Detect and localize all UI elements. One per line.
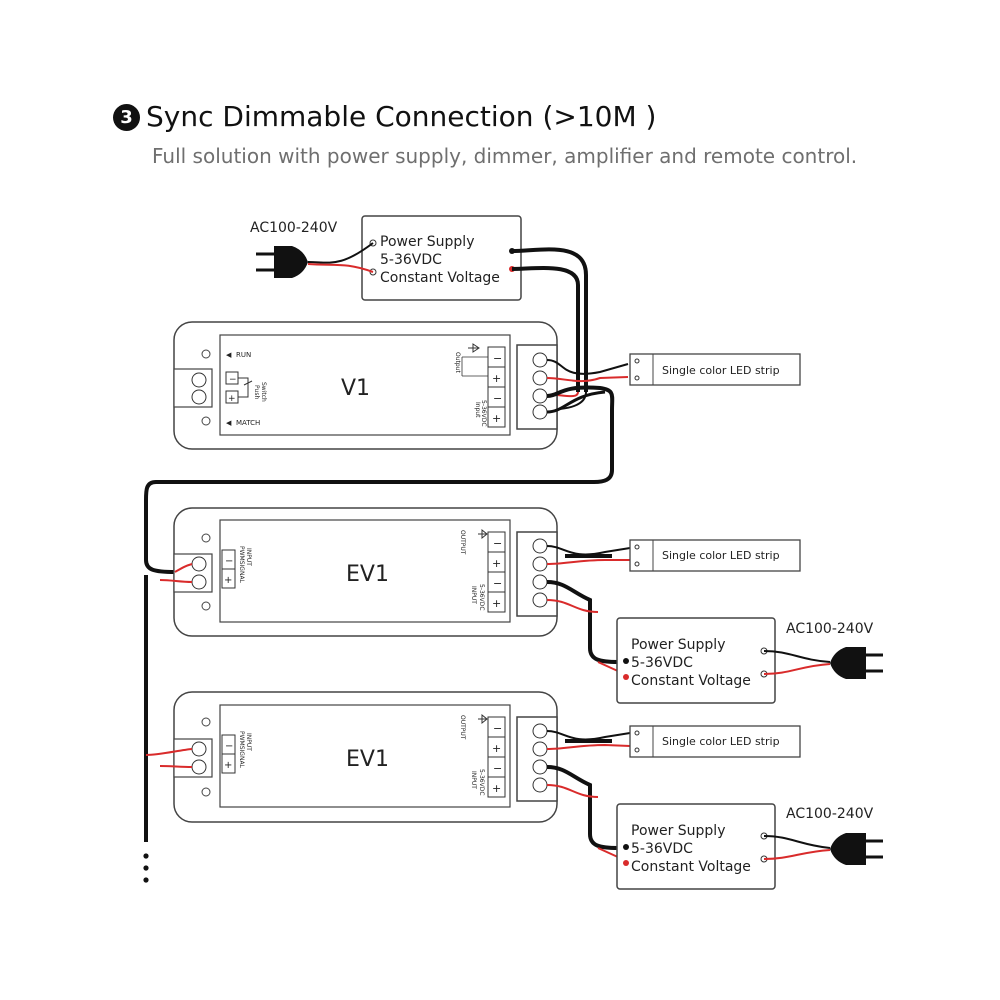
ev1-1-input-label: INPUT [245,548,252,566]
ev1-2-output-label: OUTPUT [459,715,466,740]
dc-cable-psu-3 [546,765,621,859]
ev1-amplifier-2: − + INPUT PWMSIGNAL EV1 − + − + OUTPUT I… [173,691,558,823]
ac-plug-top-icon [256,242,374,278]
ev1-1-out-minus: − [493,537,502,550]
psu-2-line1: Power Supply [631,637,726,653]
ev1-2-output-wires [546,730,631,750]
ev1-2-in-label: INPUT [470,771,477,789]
ev1-amplifier-1: − + INPUT PWMSIGNAL EV1 − + − + OUTPUT I… [173,507,558,637]
sync-cable-v1-to-ev1 [144,385,615,574]
psu-top-line2: 5-36VDC [380,252,442,268]
ev1-1-led-icon [478,528,488,540]
run-arrow-icon: ◀ [226,351,232,359]
ev1-1-pin-plus: + [492,597,501,610]
ev1-2-signal-wires [144,748,193,842]
v1-out-plus: + [492,372,501,385]
ev1-2-in-plus: + [224,760,232,771]
v1-input-label: Input [474,402,481,418]
ev1-1-in-label: INPUT [470,586,477,604]
v1-name: V1 [341,376,370,401]
ev1-2-input-label: INPUT [245,733,252,751]
ev1-1-in-plus: + [224,575,232,586]
ac-label-3: AC100-240V [786,806,874,822]
ev1-2-voltage-label: 5-36VDC [478,769,485,796]
step-number-badge: 3 [113,104,140,131]
ev1-2-led-icon [478,713,488,725]
power-supply-3: Power Supply 5-36VDC Constant Voltage AC… [616,803,874,890]
ev1-1-pin-minus: − [493,577,502,590]
v1-out-minus: − [493,352,502,365]
ac-label-top: AC100-240V [250,220,338,236]
page-title: Sync Dimmable Connection (>10M ) [146,100,657,133]
v1-switch-plus: + [228,394,236,404]
v1-match-label: MATCH [236,419,260,427]
psu-2-line3: Constant Voltage [631,673,751,689]
ev1-1-in-minus: − [225,556,233,567]
ev1-1-output-label: OUTPUT [459,530,466,555]
ev1-2-pwm-label: PWMSIGNAL [238,731,245,769]
psu-3-line2: 5-36VDC [631,841,693,857]
led-strip-3: Single color LED strip [629,725,801,758]
v1-in-minus: − [493,392,502,405]
ev1-1-voltage-label: 5-36VDC [478,584,485,611]
ev1-2-pin-plus: + [492,782,501,795]
ac-plug-2-icon [763,647,883,679]
v1-switch-minus: − [229,375,237,385]
ev1-1-pwm-label: PWMSIGNAL [238,546,245,584]
ev1-1-out-plus: + [492,557,501,570]
strip-2-label: Single color LED strip [662,549,780,562]
continuation-dots [143,853,149,883]
ev1-2-pin-minus: − [493,762,502,775]
strip-3-label: Single color LED strip [662,735,780,748]
psu-top-line3: Constant Voltage [380,270,500,286]
ac-label-2: AC100-240V [786,621,874,637]
v1-push-label: Push [253,385,260,399]
ac-plug-3-icon [763,833,883,865]
psu-3-line1: Power Supply [631,823,726,839]
v1-in-plus: + [492,412,501,425]
match-arrow-icon: ◀ [226,419,232,427]
v1-led-icon [468,343,480,353]
ev1-1-output-wires [546,545,631,565]
led-strip-1: Single color LED strip [629,353,801,386]
v1-run-label: RUN [236,351,251,359]
psu-3-line3: Constant Voltage [631,859,751,875]
psu-top-line1: Power Supply [380,234,475,250]
led-strip-2: Single color LED strip [629,539,801,572]
ev1-2-out-minus: − [493,722,502,735]
v1-output-label: Output [454,352,461,373]
v1-voltage-label: 5-36VDC [480,400,487,427]
ev1-2-name: EV1 [346,747,389,772]
strip-1-label: Single color LED strip [662,364,780,377]
v1-switch-label: Switch [260,382,267,402]
ev1-1-name: EV1 [346,562,389,587]
ev1-2-out-plus: + [492,742,501,755]
ev1-1-signal-wires [144,563,193,760]
v1-controller: − + Push Switch ◀ RUN ◀ MATCH V1 − + − +… [173,321,558,450]
psu-2-line2: 5-36VDC [631,655,693,671]
ev1-2-in-minus: − [225,741,233,752]
page-subtitle: Full solution with power supply, dimmer,… [152,144,858,168]
dc-cable-psu-2 [546,580,621,673]
v1-output-wires [546,359,629,383]
